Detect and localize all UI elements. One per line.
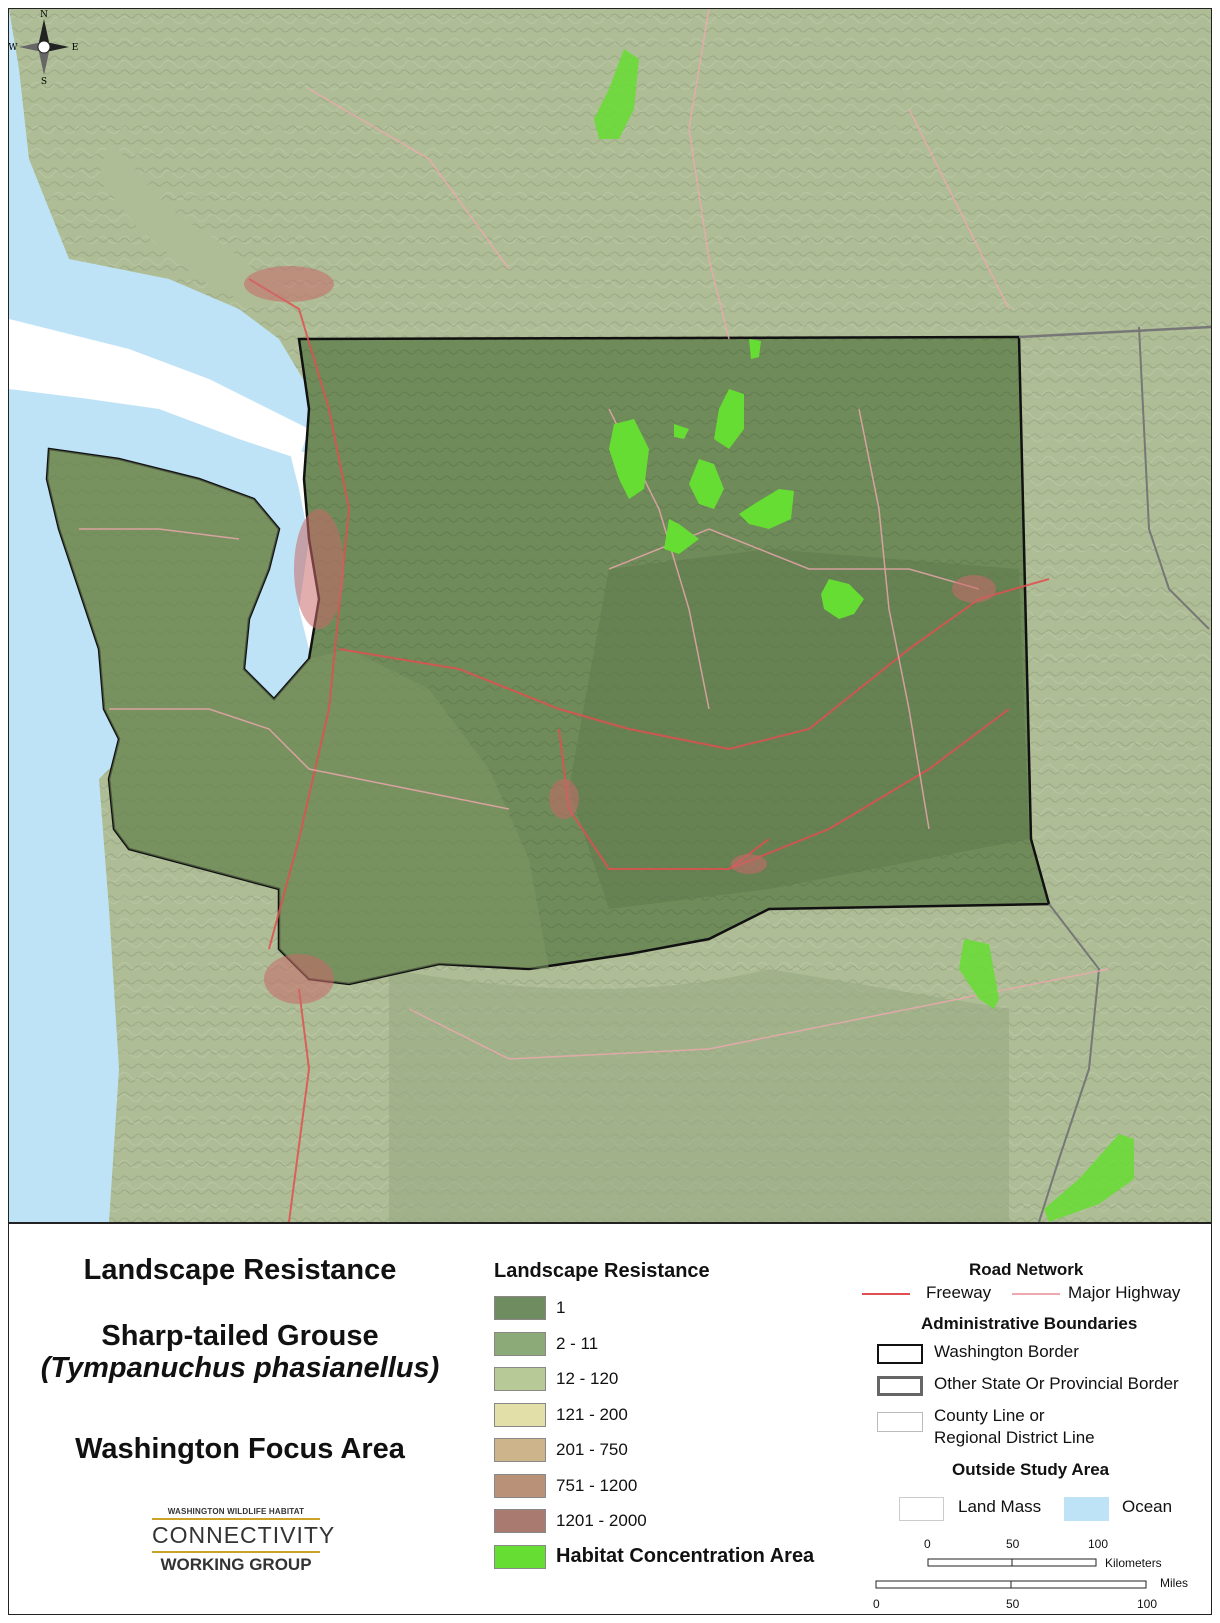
km-tick-50: 50	[1006, 1537, 1020, 1551]
whcwg-logo: WASHINGTON WILDLIFE HABITAT CONNECTIVITY…	[152, 1507, 336, 1575]
urban-areas	[244, 266, 996, 1004]
resistance-legend-item: 121 - 200	[494, 1402, 628, 1428]
compass-icon: N S W E	[9, 10, 79, 85]
resistance-swatch	[494, 1402, 546, 1427]
km-tick-0: 0	[924, 1537, 931, 1551]
logo-line3: WORKING GROUP	[160, 1555, 312, 1574]
map-view[interactable]: N S W E	[9, 9, 1211, 1222]
resistance-label: 12 - 120	[556, 1369, 619, 1388]
ocean-swatch	[1064, 1497, 1109, 1521]
resistance-label: Habitat Concentration Area	[556, 1545, 815, 1567]
mi-unit: Miles	[1160, 1576, 1189, 1590]
scale-bar	[875, 1558, 1147, 1589]
ocean-label: Ocean	[1122, 1497, 1173, 1516]
resistance-legend-item: 201 - 750	[494, 1437, 628, 1463]
major-highway-label: Major Highway	[1068, 1283, 1181, 1302]
logo-line2: CONNECTIVITY	[152, 1522, 336, 1548]
outside-study-area-title: Outside Study Area	[952, 1460, 1110, 1479]
major-highway-swatch	[1012, 1293, 1060, 1295]
freeway-label: Freeway	[926, 1283, 992, 1302]
other-state-border	[1018, 325, 1211, 339]
resistance-label: 1	[556, 1298, 566, 1317]
species-scientific-name: (Tympanuchus phasianellus)	[40, 1352, 440, 1384]
resistance-swatch	[494, 1438, 546, 1462]
resistance-label: 201 - 750	[556, 1440, 628, 1459]
resistance-legend-item: 12 - 120	[494, 1366, 618, 1392]
resistance-swatch	[494, 1544, 546, 1569]
resistance-legend-item: 2 - 11	[494, 1331, 598, 1357]
washington-border-label: Washington Border	[934, 1342, 1079, 1361]
compass-s: S	[41, 77, 47, 85]
other-state-border-label: Other State Or Provincial Border	[934, 1374, 1179, 1393]
legend-divider	[9, 1222, 1211, 1224]
resistance-swatch	[494, 1473, 546, 1498]
mi-tick-50: 50	[1006, 1597, 1020, 1611]
washington-border-swatch	[877, 1344, 923, 1364]
resistance-legend-title: Landscape Resistance	[494, 1260, 710, 1282]
map-frame	[8, 8, 1212, 1615]
focus-area-title: Washington Focus Area	[75, 1433, 405, 1465]
county-line-label-2: Regional District Line	[934, 1428, 1095, 1447]
resistance-legend-item: 751 - 1200	[494, 1473, 637, 1499]
county-line-label-1: County Line or	[934, 1406, 1045, 1425]
resistance-legend-item: 1201 - 2000	[494, 1508, 647, 1534]
map-title: Landscape Resistance	[83, 1254, 397, 1286]
km-tick-100: 100	[1088, 1537, 1109, 1551]
compass-n: N	[40, 10, 48, 20]
freeway-swatch	[862, 1293, 910, 1295]
road-network-title: Road Network	[969, 1260, 1084, 1279]
resistance-legend-item: 1	[494, 1295, 565, 1321]
mi-tick-100: 100	[1137, 1597, 1158, 1611]
resistance-label: 2 - 11	[556, 1333, 599, 1353]
land-mass-label: Land Mass	[958, 1497, 1042, 1516]
logo-line1: WASHINGTON WILDLIFE HABITAT	[167, 1507, 305, 1516]
county-line-swatch	[877, 1412, 923, 1432]
resistance-label: 121 - 200	[556, 1404, 628, 1424]
species-name: Sharp-tailed Grouse	[101, 1320, 379, 1352]
compass-e: E	[72, 43, 79, 53]
resistance-swatch	[494, 1367, 546, 1391]
habitat-concentration-areas	[594, 49, 1134, 1222]
admin-boundaries-title: Administrative Boundaries	[921, 1314, 1138, 1333]
mi-tick-0: 0	[873, 1597, 880, 1611]
vancouver-island	[9, 319, 309, 459]
other-state-border-swatch	[877, 1376, 923, 1396]
resistance-label: 751 - 1200	[556, 1475, 638, 1495]
resistance-swatch	[494, 1296, 546, 1320]
resistance-legend-item: Habitat Concentration Area	[494, 1544, 814, 1570]
compass-w: W	[9, 43, 18, 53]
land-mass-swatch	[899, 1497, 944, 1521]
resistance-swatch	[494, 1331, 546, 1356]
terrain-shade	[389, 969, 1009, 1222]
resistance-label: 1201 - 2000	[556, 1511, 647, 1530]
km-unit: Kilometers	[1105, 1556, 1162, 1570]
resistance-swatch	[494, 1509, 546, 1533]
map-canvas	[9, 9, 1211, 1222]
